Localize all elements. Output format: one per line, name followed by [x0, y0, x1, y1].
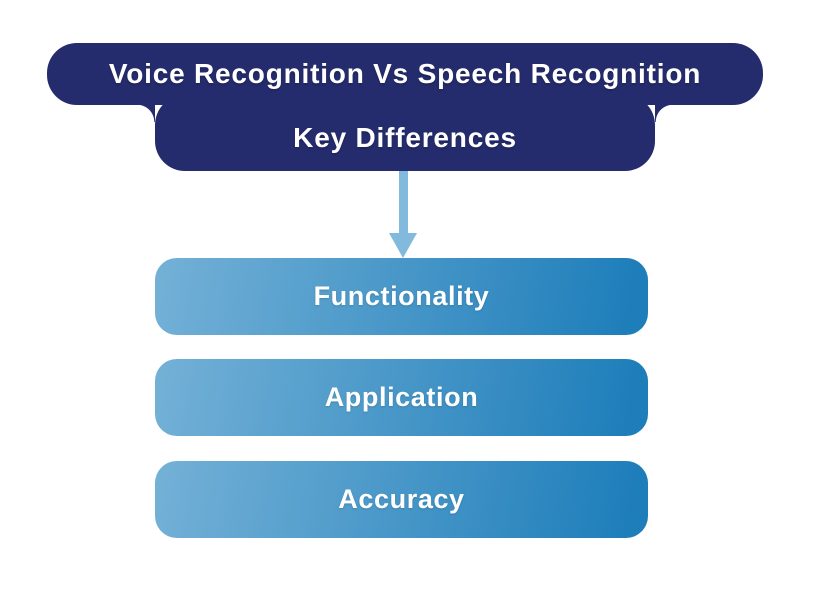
diagram-subtitle: Key Differences	[293, 121, 517, 153]
subtitle-box: Key Differences	[155, 95, 655, 171]
item-label-functionality: Functionality	[313, 281, 490, 311]
down-arrow-icon	[389, 171, 417, 258]
item-box-functionality: Functionality	[155, 258, 648, 335]
diagram-title: Voice Recognition Vs Speech Recognition	[108, 58, 702, 89]
item-box-accuracy: Accuracy	[155, 461, 648, 538]
item-box-application: Application	[155, 359, 648, 436]
arrow-head	[389, 233, 417, 258]
left-fillet-connector	[137, 104, 155, 122]
item-label-application: Application	[324, 382, 479, 412]
right-fillet-connector	[655, 104, 673, 122]
title-box: Voice Recognition Vs Speech Recognition	[47, 43, 763, 105]
arrow-shaft	[399, 171, 408, 235]
item-label-accuracy: Accuracy	[338, 484, 465, 514]
